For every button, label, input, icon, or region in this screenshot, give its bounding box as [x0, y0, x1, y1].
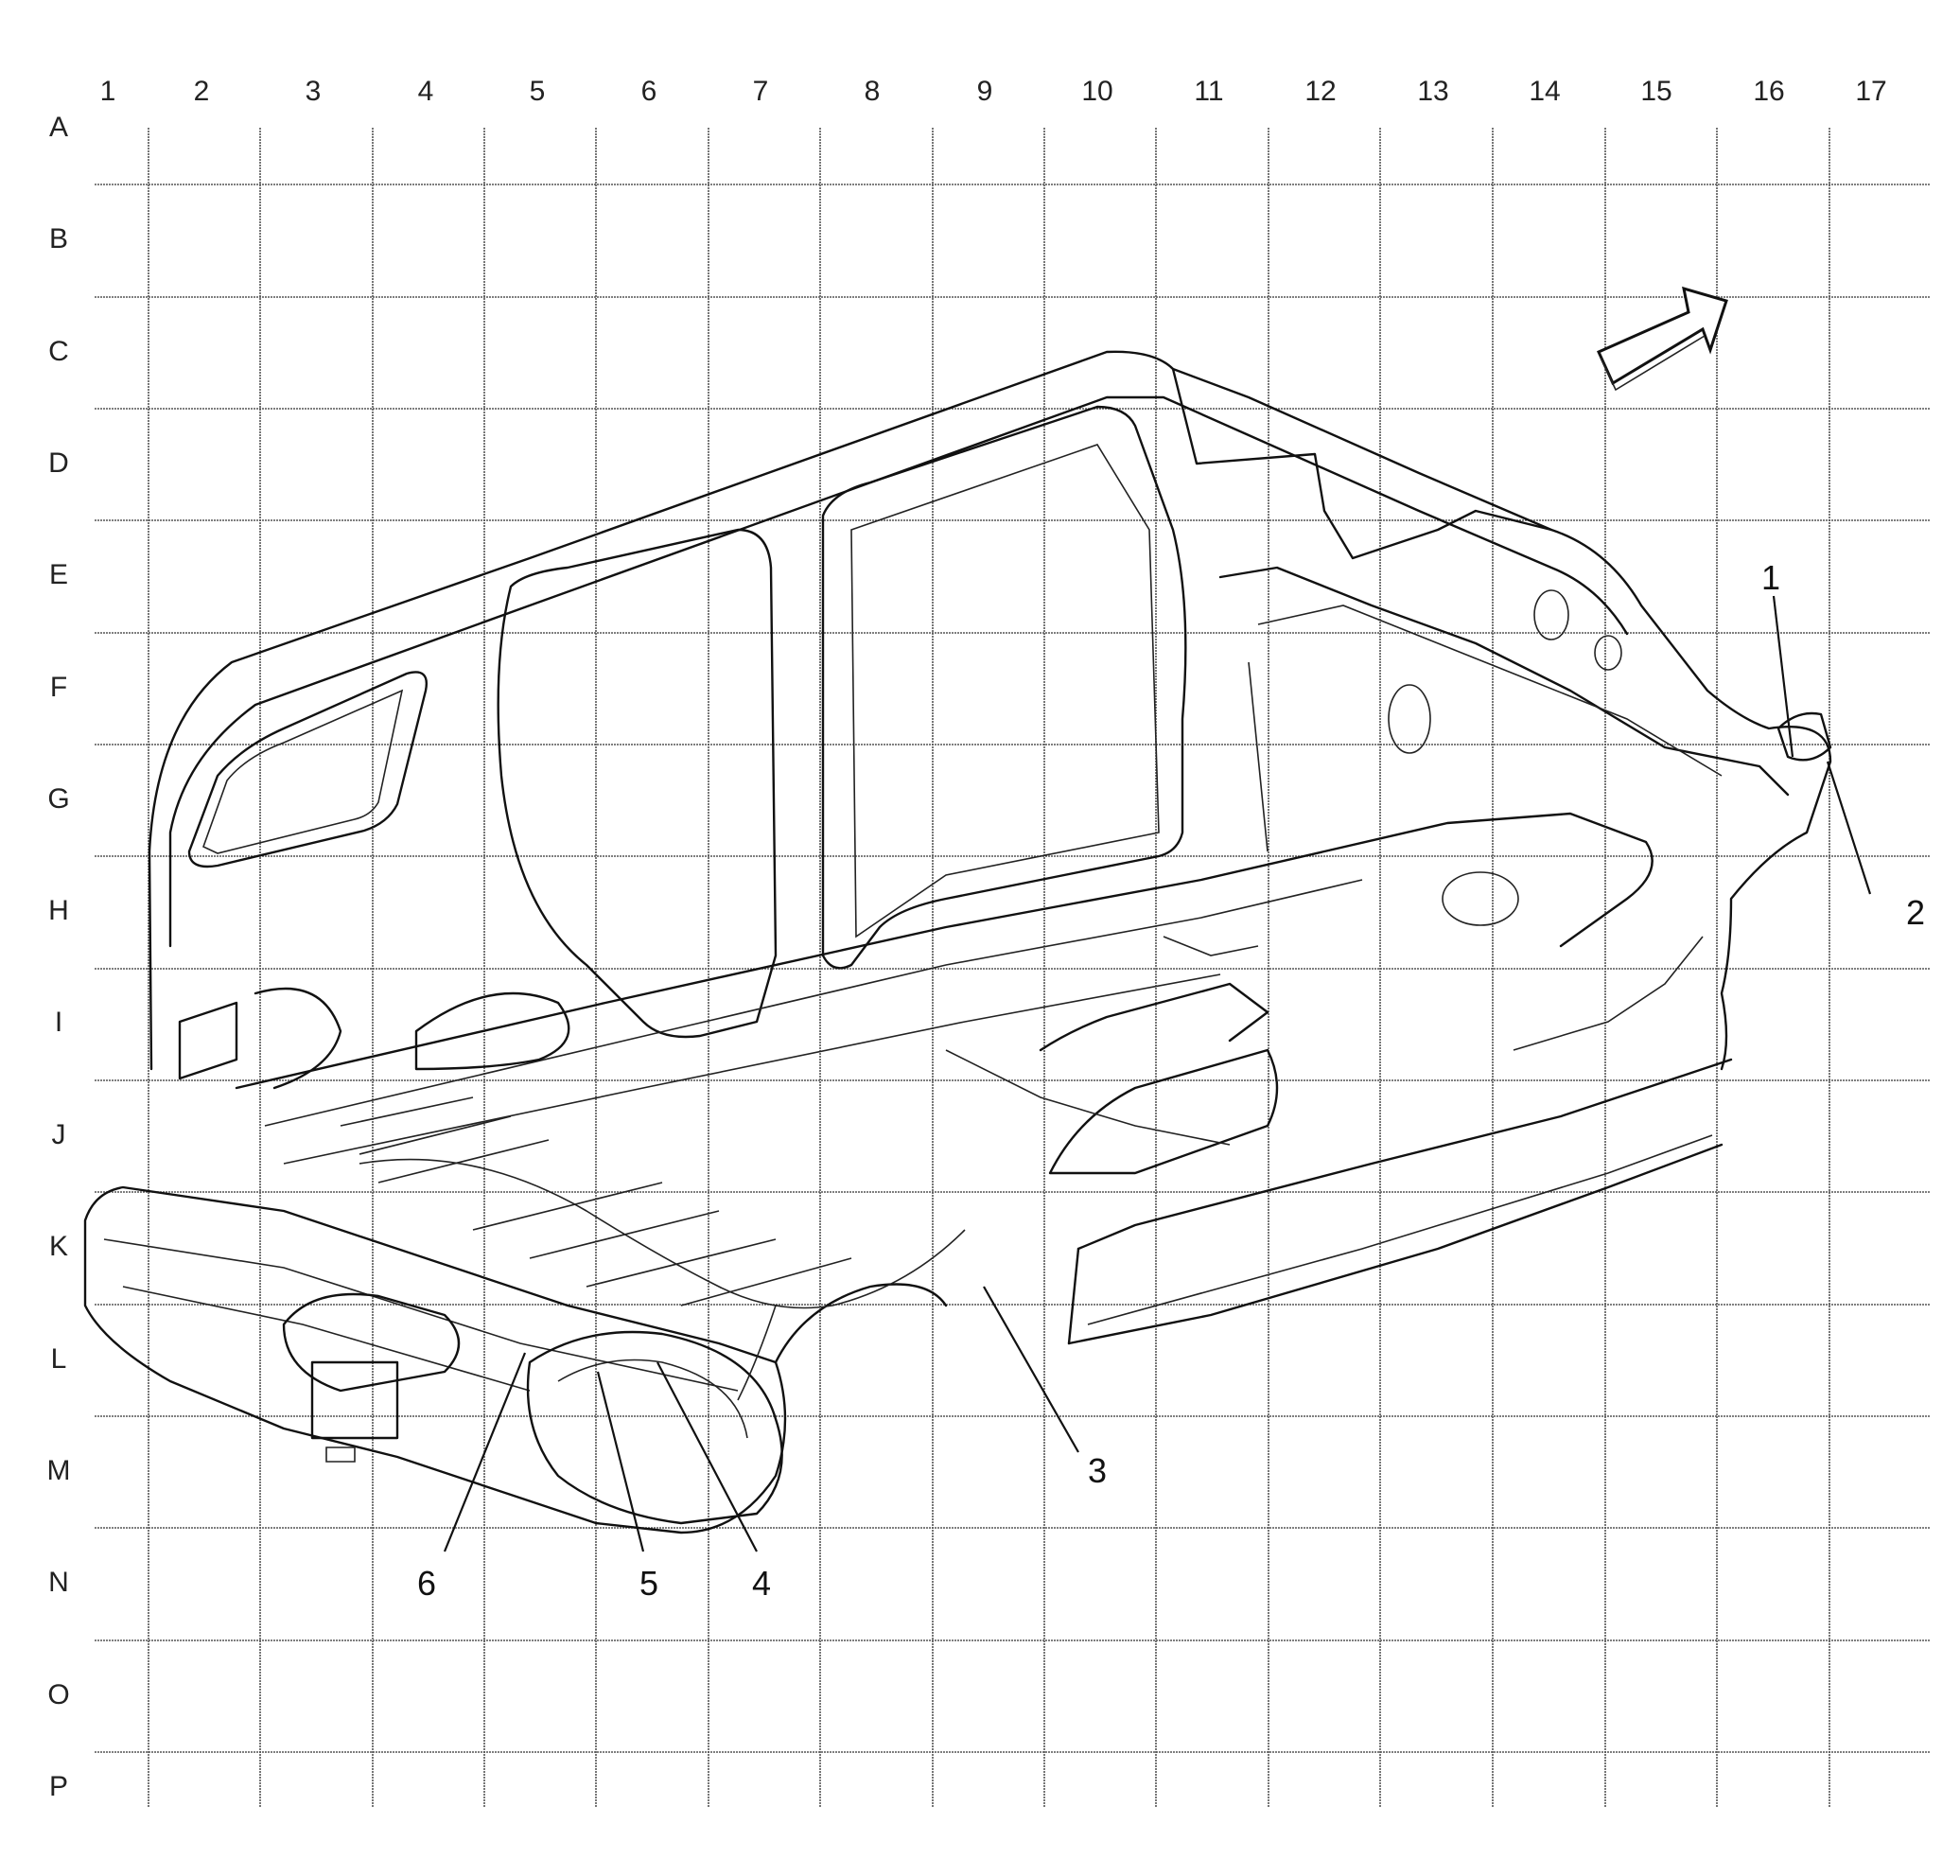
- row-label: I: [55, 1007, 62, 1038]
- leader-6: [443, 1352, 527, 1552]
- row-label: D: [48, 447, 69, 479]
- callout-leaders: [443, 595, 1872, 1552]
- column-label: 13: [1417, 76, 1448, 107]
- column-label: 14: [1529, 76, 1560, 107]
- row-label: J: [52, 1119, 66, 1150]
- callout-3: 3: [1088, 1451, 1107, 1490]
- row-label: H: [48, 895, 69, 926]
- row-label: G: [47, 783, 69, 815]
- vehicle-body: [83, 350, 1832, 1534]
- row-label: C: [48, 336, 69, 367]
- row-labels: A B C D E F G H I J K L M N O P: [47, 112, 71, 1802]
- column-label: 5: [530, 76, 546, 107]
- row-label: F: [50, 672, 67, 703]
- column-label: 6: [641, 76, 657, 107]
- row-label: P: [49, 1771, 68, 1802]
- column-label: 11: [1194, 76, 1223, 107]
- column-label: 9: [977, 76, 993, 107]
- column-label: 3: [306, 76, 322, 107]
- row-label: M: [47, 1455, 71, 1486]
- row-label: N: [48, 1567, 69, 1598]
- column-label: 2: [194, 76, 210, 107]
- column-label: 1: [100, 76, 116, 107]
- column-label: 8: [865, 76, 881, 107]
- row-label: O: [47, 1679, 69, 1710]
- column-label: 17: [1855, 76, 1886, 107]
- column-label: 16: [1753, 76, 1784, 107]
- leader-3: [983, 1286, 1079, 1453]
- callout-1: 1: [1761, 558, 1780, 597]
- leader-5: [596, 1371, 645, 1552]
- column-label: 12: [1304, 76, 1336, 107]
- forward-arrow-icon: [1597, 286, 1728, 392]
- callout-labels: 1 2 3 4 5 6: [417, 558, 1925, 1603]
- leader-2: [1826, 761, 1872, 895]
- callout-5: 5: [639, 1564, 658, 1603]
- row-label: E: [49, 559, 68, 590]
- column-label: 4: [418, 76, 434, 107]
- column-label: 15: [1640, 76, 1671, 107]
- column-label: 7: [753, 76, 769, 107]
- row-label: K: [49, 1231, 68, 1262]
- row-label: L: [51, 1343, 67, 1375]
- callout-6: 6: [417, 1564, 436, 1603]
- row-label: B: [49, 223, 68, 254]
- callout-4: 4: [752, 1564, 771, 1603]
- callout-2: 2: [1906, 893, 1925, 932]
- column-labels: 1 2 3 4 5 6 7 8 9 10 11 12 13 14 15 16 1…: [100, 76, 1887, 107]
- leader-4: [656, 1361, 758, 1552]
- column-label: 10: [1081, 76, 1112, 107]
- row-label: A: [49, 112, 68, 143]
- leader-1: [1772, 595, 1794, 758]
- grid-lines: [95, 128, 1930, 1807]
